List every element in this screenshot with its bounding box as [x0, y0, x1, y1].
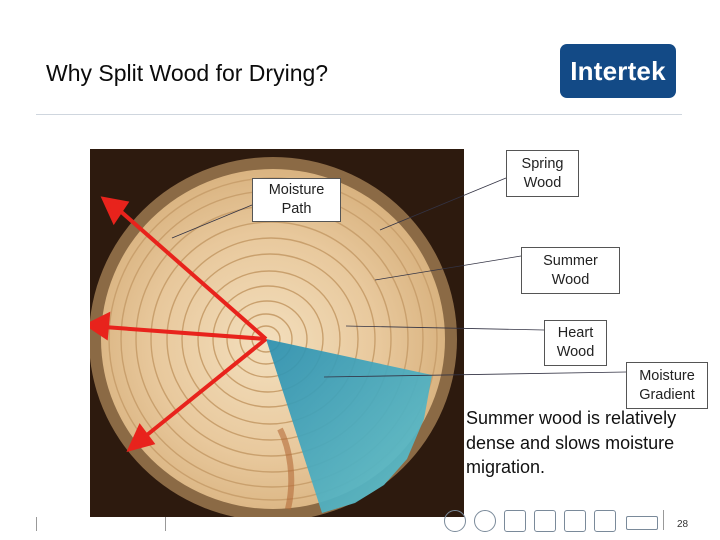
- knot: [277, 427, 295, 510]
- callout-spring-wood: Spring Wood: [506, 150, 579, 197]
- growth-rings: [108, 177, 438, 501]
- certification-marks: [444, 510, 616, 532]
- footer-divider: [663, 510, 667, 530]
- certification-mark-icon: [534, 510, 556, 532]
- moisture-arrow-head: [100, 196, 130, 226]
- wood-cross-section-photo: [90, 149, 464, 517]
- certification-mark-icon: [564, 510, 586, 532]
- leader-spring-wood: [379, 177, 507, 231]
- intertek-logo: Intertek: [560, 44, 676, 98]
- leader-summer-wood: [374, 255, 522, 281]
- moisture-arrow: [103, 325, 267, 341]
- footer-divider: [165, 517, 169, 531]
- page-number: 28: [677, 519, 689, 530]
- callout-moisture-path: Moisture Path: [252, 178, 341, 222]
- summary-text: Summer wood is relatively dense and slow…: [466, 408, 677, 477]
- leader-moisture-path: [171, 204, 253, 239]
- certification-mark-icon: [626, 516, 658, 530]
- moisture-arrows: [90, 196, 268, 453]
- callout-moisture-gradient: Moisture Gradient: [626, 362, 708, 409]
- moisture-arrow: [140, 337, 268, 441]
- certification-mark-icon: [504, 510, 526, 532]
- certification-mark-icon: [444, 510, 466, 532]
- certification-mark-icon: [594, 510, 616, 532]
- leader-heart-wood: [345, 325, 545, 331]
- title-divider: [36, 114, 682, 115]
- leader-moisture-gradient: [323, 371, 627, 378]
- moisture-gradient-wedge: [266, 339, 432, 513]
- moisture-arrow: [116, 207, 268, 341]
- moisture-arrow-head: [90, 311, 111, 341]
- slide-title: Why Split Wood for Drying?: [46, 60, 329, 86]
- callout-summer-wood: Summer Wood: [521, 247, 620, 294]
- moisture-arrow-head: [126, 423, 156, 453]
- footer-divider: [36, 517, 40, 531]
- certification-mark-icon: [474, 510, 496, 532]
- callout-heart-wood: Heart Wood: [544, 320, 607, 366]
